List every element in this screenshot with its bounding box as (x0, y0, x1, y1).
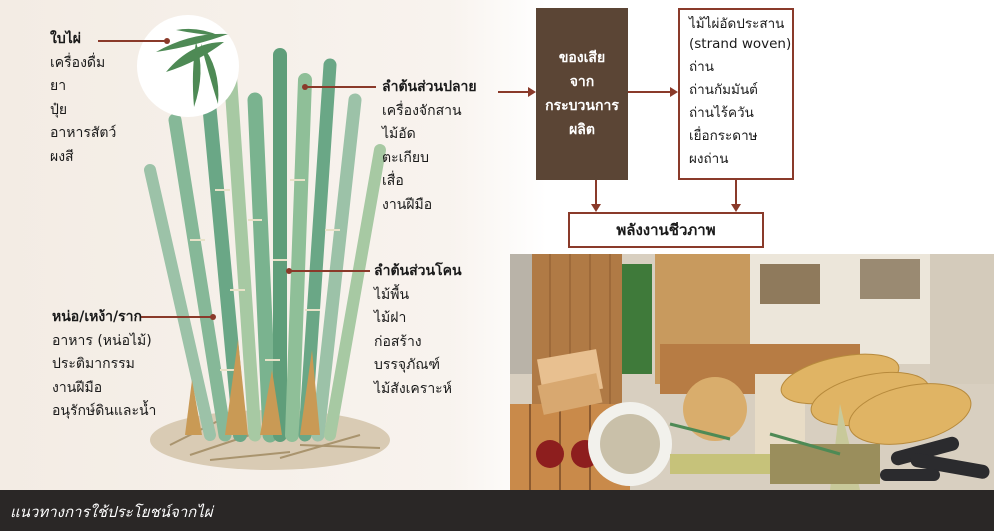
upper-stem-use-item: เสื่อ (382, 173, 404, 189)
base-stem-title: ลำต้นส่วนโคน (374, 263, 462, 279)
bioenergy-label: พลังงานชีวภาพ (616, 221, 716, 239)
shoot-pointer-dot (210, 314, 216, 320)
leaf-use-item: ปุ๋ย (50, 101, 68, 118)
waste-line: ของเสีย (558, 50, 606, 66)
bamboo-products-photo (510, 254, 994, 490)
product-item: ถ่านกัมมันต์ (689, 82, 758, 98)
leaf-use-item: ผงสี (50, 148, 74, 165)
base-stem-use-item: ก่อสร้าง (374, 333, 422, 350)
shoot-root-use-item: อนุรักษ์ดินและน้ำ (52, 403, 157, 419)
waste-process-box: ของเสีย จาก กระบวนการ ผลิต (536, 8, 628, 180)
arrow-products-to-bio-icon (731, 204, 741, 212)
arrow-to-waste-icon (528, 87, 536, 97)
bamboo-illustration (144, 48, 390, 470)
arrow-waste-to-bio-icon (591, 204, 601, 212)
base-stem-use-item: ไม้ฝา (374, 310, 407, 326)
upper-stem-uses: ลำต้นส่วนปลาย เครื่องจักสาน ไม้อัด ตะเกี… (382, 76, 477, 217)
base-stem-uses: ลำต้นส่วนโคน ไม้พื้น ไม้ฝา ก่อสร้าง บรรจ… (374, 260, 462, 401)
shoot-pointer (140, 316, 214, 318)
upper-stem-title: ลำต้นส่วนปลาย (382, 79, 477, 95)
upper-stem-use-item: ตะเกียบ (382, 149, 429, 166)
product-item: เยื่อกระดาษ (689, 128, 758, 144)
shoot-root-uses: หน่อ/เหง้า/ราก อาหาร (หน่อไม้) ประติมากร… (52, 306, 156, 424)
leaf-pointer (98, 40, 168, 42)
leaf-use-item: เครื่องดื่ม (50, 54, 106, 71)
shoot-root-use-item: ประติมากรรม (52, 356, 135, 372)
leaf-pointer-dot (164, 38, 170, 44)
waste-line: กระบวนการ (545, 98, 619, 114)
leaf-uses: ใบไผ่ เครื่องดื่ม ยา ปุ๋ย อาหารสัตว์ ผงส… (50, 28, 116, 169)
waste-line: ผลิต (569, 122, 595, 138)
product-item: (strand woven) (689, 36, 792, 52)
bioenergy-box: พลังงานชีวภาพ (568, 212, 764, 248)
base-stem-use-item: ไม้พื้น (374, 286, 410, 303)
flow-arrows (498, 87, 741, 212)
waste-line: จาก (569, 74, 595, 90)
product-item: ถ่าน (689, 59, 714, 75)
arrow-to-products-icon (670, 87, 678, 97)
product-item: ผงถ่าน (689, 151, 729, 167)
base-stem-pointer (290, 270, 370, 272)
shoot-root-use-item: อาหาร (หน่อไม้) (52, 332, 152, 349)
upper-stem-use-item: เครื่องจักสาน (382, 102, 462, 119)
base-stem-use-item: บรรจุภัณฑ์ (374, 357, 440, 373)
upper-stem-pointer (306, 86, 376, 88)
shoot-root-title: หน่อ/เหง้า/ราก (52, 309, 143, 325)
waste-products-box: ไม้ไผ่อัดประสาน (strand woven) ถ่าน ถ่าน… (678, 8, 794, 180)
upper-stem-use-item: งานฝีมือ (382, 196, 433, 213)
leaf-title: ใบไผ่ (50, 31, 81, 47)
leaf-use-item: อาหารสัตว์ (50, 125, 117, 141)
shoot-root-use-item: งานฝีมือ (52, 379, 103, 396)
leaf-use-item: ยา (50, 78, 67, 94)
base-stem-pointer-dot (286, 268, 292, 274)
figure-caption: แนวทางการใช้ประโยชน์จากไผ่ (10, 503, 213, 521)
product-item: ไม้ไผ่อัดประสาน (689, 16, 785, 32)
product-item: ถ่านไร้ควัน (689, 105, 754, 121)
upper-stem-pointer-dot (302, 84, 308, 90)
base-stem-use-item: ไม้สังเคราะห์ (374, 380, 452, 397)
upper-stem-use-item: ไม้อัด (382, 126, 416, 142)
caption-bar: แนวทางการใช้ประโยชน์จากไผ่ (0, 490, 994, 531)
